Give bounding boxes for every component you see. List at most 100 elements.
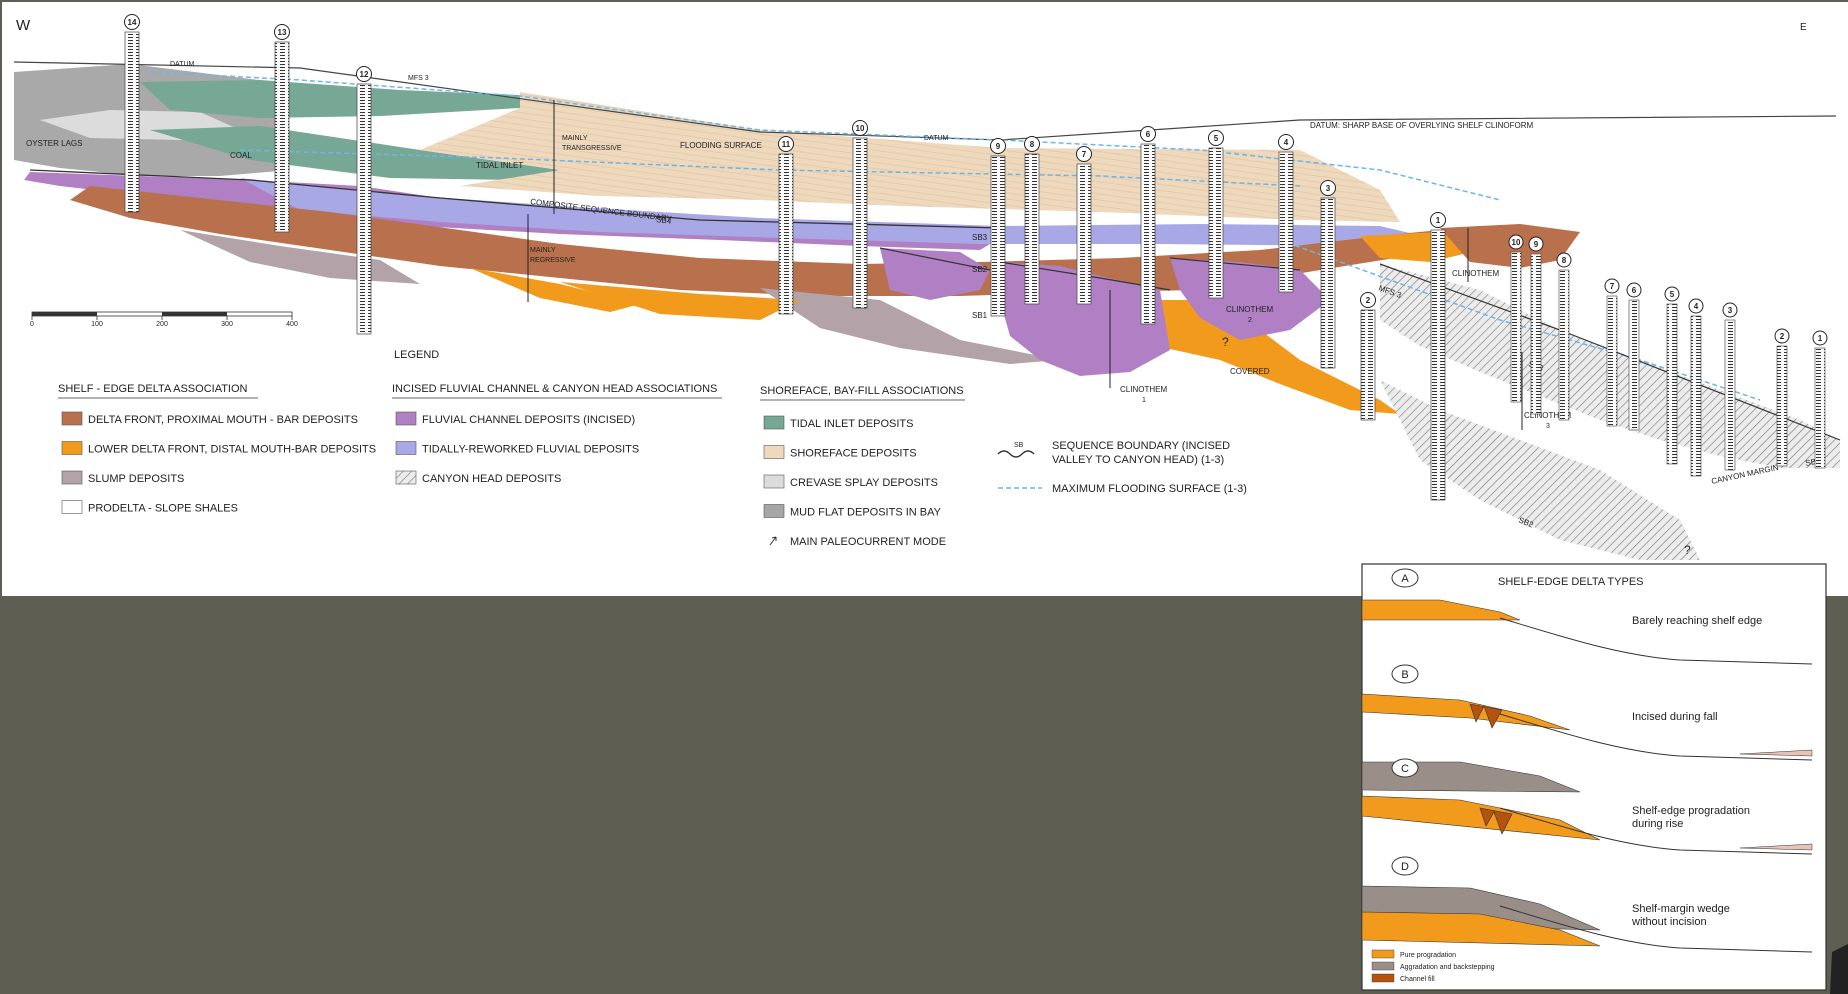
- tidal-inlet-body-upper: [140, 80, 540, 118]
- legend-swatch: [769, 536, 777, 546]
- inset-key-label: Aggradation and backstepping: [1400, 964, 1495, 971]
- legend-swatch: [763, 504, 785, 518]
- inset-key-label: Channel fill: [1400, 976, 1435, 983]
- legend-line-sb-2: VALLEY TO CANYON HEAD) (1-3): [1052, 454, 1224, 466]
- well-number: 8: [1030, 140, 1035, 149]
- east-well-number: 9: [1534, 240, 1539, 249]
- inset-panel-letter: C: [1401, 763, 1409, 775]
- slump-body-mid: [760, 288, 1060, 364]
- inset-panel-caption: Shelf-margin wedge: [1632, 903, 1730, 915]
- canyon-fill-lower: [1380, 380, 1700, 560]
- east-well-number: 2: [1780, 332, 1785, 341]
- well-number: 2: [1366, 296, 1371, 305]
- legend-item-label: MAIN PALEOCURRENT MODE: [790, 536, 946, 548]
- legend-group: INCISED FLUVIAL CHANNEL & CANYON HEAD AS…: [392, 383, 722, 485]
- sb2-label: SB2: [972, 265, 988, 274]
- well-number: 13: [278, 28, 287, 37]
- legend-swatch: [763, 445, 785, 459]
- mainly-transgressive-label-2: TRANSGRESSIVE: [562, 145, 622, 152]
- legend-item-label: CANYON HEAD DEPOSITS: [422, 473, 561, 485]
- legend-line-sb-1: SEQUENCE BOUNDARY (INCISED: [1052, 440, 1230, 452]
- inset-key-label: Pure progradation: [1400, 952, 1456, 959]
- well-number: 9: [996, 142, 1001, 151]
- incised-valley-3: [880, 248, 990, 300]
- well-log: 9: [990, 138, 1006, 317]
- east-well-number: 10: [1512, 238, 1521, 247]
- sb3-label: SB3: [972, 233, 988, 242]
- east-well-log: 10: [1508, 234, 1524, 403]
- east-well-number: 3: [1728, 306, 1733, 315]
- tidal-inlet-label: TIDAL INLET: [476, 161, 523, 170]
- scale-tick-label: 400: [286, 321, 298, 328]
- legend-line-mfs: MAXIMUM FLOODING SURFACE (1-3): [1052, 483, 1247, 495]
- legend-swatch: [61, 470, 83, 485]
- well-log: 12: [356, 66, 372, 335]
- clinothem-2-label: CLINOTHEM: [1226, 305, 1273, 314]
- question-mark-3: ?: [1222, 335, 1229, 349]
- tidally-reworked-band: [240, 178, 1440, 246]
- inset-key-swatch: [1371, 961, 1395, 971]
- legend-line-items: SB SEQUENCE BOUNDARY (INCISED VALLEY TO …: [997, 440, 1247, 495]
- legend-title: LEGEND: [394, 349, 439, 361]
- incised-valley-1: [1000, 262, 1170, 376]
- east-well-log: 5: [1664, 286, 1680, 465]
- scale-tick-label: 300: [221, 321, 233, 328]
- mfs3-label: MFS 3: [408, 75, 429, 82]
- mfs3-line: [149, 71, 1501, 201]
- well-log: 4: [1278, 134, 1294, 293]
- inset-key-swatch: [1371, 949, 1395, 959]
- well-log: 2: [1360, 292, 1376, 421]
- legend-swatch: [763, 415, 785, 430]
- well-number: 1: [1436, 216, 1441, 225]
- well-log: 14: [124, 14, 140, 213]
- legend-swatch: [61, 441, 83, 455]
- lower-delta-front-body: [470, 268, 640, 312]
- legend-group-heading: SHELF - EDGE DELTA ASSOCIATION: [58, 383, 248, 395]
- well-number: 5: [1214, 134, 1219, 143]
- legend-item-label: MUD FLAT DEPOSITS IN BAY: [790, 507, 942, 519]
- legend-group-heading: SHOREFACE, BAY-FILL ASSOCIATIONS: [760, 385, 964, 397]
- inset-panel-letter: A: [1401, 573, 1409, 585]
- well-log: 5: [1208, 130, 1224, 299]
- well-number: 12: [360, 70, 369, 79]
- legend-item-label: SLUMP DEPOSITS: [88, 473, 184, 485]
- lower-delta-front-body-4: [1360, 232, 1480, 262]
- well-number: 3: [1326, 184, 1331, 193]
- west-label: W: [16, 17, 31, 34]
- clinothem-top-label: CLINOTHEM: [1452, 269, 1499, 278]
- well-log: 7: [1076, 146, 1092, 305]
- well-log: 10: [852, 120, 868, 309]
- east-well-log: 3: [1722, 302, 1738, 471]
- east-well-log: 6: [1626, 282, 1642, 431]
- legend-item-label: DELTA FRONT, PROXIMAL MOUTH - BAR DEPOSI…: [88, 414, 358, 426]
- east-label: E: [1800, 22, 1807, 33]
- east-well-log: 9: [1528, 236, 1544, 415]
- east-well-log: 4: [1688, 298, 1704, 477]
- legend-item-label: PRODELTA - SLOPE SHALES: [88, 503, 238, 515]
- sb1-label: SB1: [972, 311, 988, 320]
- east-well-log: 2: [1774, 328, 1790, 467]
- well-log: 11: [778, 136, 794, 315]
- east-well-number: 1: [1818, 334, 1823, 343]
- datum-line: [13, 61, 1837, 141]
- legend-item-label: FLUVIAL CHANNEL DEPOSITS (INCISED): [422, 414, 635, 426]
- coal-label: COAL: [230, 151, 252, 160]
- well-number: 14: [128, 18, 137, 27]
- east-well-number: 7: [1610, 282, 1615, 291]
- legend-item-label: LOWER DELTA FRONT, DISTAL MOUTH-BAR DEPO…: [88, 444, 376, 456]
- question-mark-1: ?: [1684, 543, 1691, 557]
- well-number: 4: [1284, 138, 1289, 147]
- datum-left-label: DATUM: [170, 61, 195, 68]
- sb4-left-label: SB4: [656, 215, 673, 226]
- covered-label: COVERED: [1230, 367, 1270, 376]
- east-well-number: 8: [1562, 256, 1567, 265]
- sb-symbol-label: SB: [1014, 442, 1024, 449]
- east-well-log: 8: [1556, 252, 1572, 421]
- legend-item-label: CREVASE SPLAY DEPOSITS: [790, 477, 938, 489]
